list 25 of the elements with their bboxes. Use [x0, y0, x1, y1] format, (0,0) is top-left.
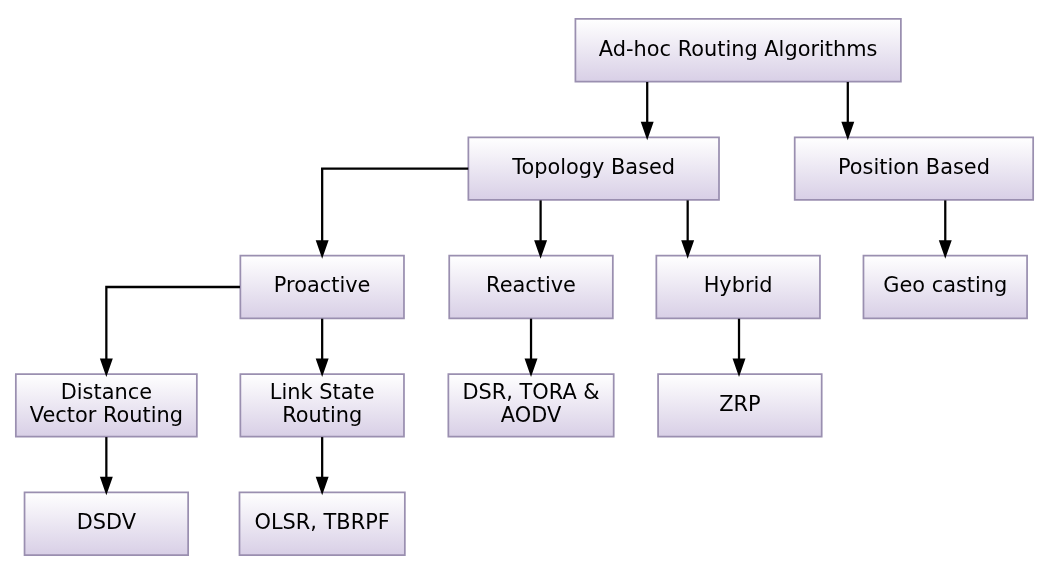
arrow — [841, 82, 855, 141]
arrow — [681, 200, 695, 259]
arrow — [938, 200, 952, 259]
arrow — [534, 200, 548, 259]
node-box: DSDV — [23, 491, 189, 556]
node-box: ZRP — [657, 373, 823, 438]
node-box: Geo casting — [862, 254, 1028, 320]
node-box: OLSR, TBRPF — [238, 491, 406, 556]
node-box: Topology Based — [467, 136, 720, 201]
arrow — [732, 318, 746, 377]
arrow — [315, 318, 329, 377]
arrow — [99, 285, 240, 378]
arrow — [315, 167, 469, 259]
node-box: Ad-hoc Routing Algorithms — [574, 18, 902, 83]
node-box: Proactive — [239, 254, 405, 320]
node-box: Distance Vector Routing — [14, 373, 198, 438]
node-box: Hybrid — [655, 254, 821, 320]
node-box: Link State Routing — [239, 373, 405, 438]
arrow — [99, 437, 113, 496]
node-box: Position Based — [793, 136, 1035, 201]
arrow — [524, 318, 538, 377]
node-box: Reactive — [448, 254, 614, 320]
node-box: DSR, TORA & AODV — [447, 373, 615, 438]
arrow — [640, 82, 654, 141]
arrow — [315, 437, 329, 496]
